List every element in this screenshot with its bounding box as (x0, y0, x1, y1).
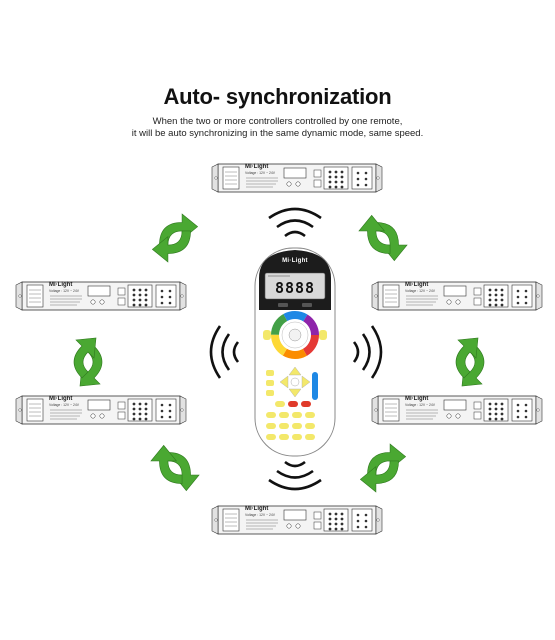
controller-brand: Mi·Light (245, 506, 269, 512)
controller-top (211, 163, 383, 193)
sync-arrow-icon (147, 210, 203, 266)
controller-spec: Voltage : 12V ~ 24V (405, 289, 436, 293)
controller-brand: Mi·Light (49, 282, 73, 288)
controller-spec: Voltage : 12V ~ 24V (405, 403, 436, 407)
controller-left-upper (15, 281, 187, 311)
controller-left-lower (15, 395, 187, 425)
controller-spec: Voltage : 12V ~ 24V (49, 289, 80, 293)
controller-right-lower (371, 395, 543, 425)
controller-right-upper (371, 281, 543, 311)
signal-wave-icon (352, 324, 383, 380)
subtitle-line-1: When the two or more controllers control… (152, 116, 403, 127)
remote-lcd-digits: 8888 (274, 279, 316, 297)
controller-bottom (211, 505, 383, 535)
sync-arrow-icon (355, 210, 411, 266)
controller-brand: Mi·Light (245, 164, 269, 170)
remote-brand: Mi·Light (282, 258, 308, 264)
controller-spec: Voltage : 12V ~ 24V (245, 171, 276, 175)
subtitle-line-2: it will be auto synchronizing in the sam… (131, 128, 424, 139)
controller-brand: Mi·Light (405, 282, 429, 288)
controller-brand: Mi·Light (49, 396, 73, 402)
sync-arrow-icon (455, 337, 485, 387)
signal-wave-icon (267, 460, 323, 491)
controller-spec: Voltage : 12V ~ 24V (49, 403, 80, 407)
signal-wave-icon (209, 324, 240, 380)
sync-arrow-icon (355, 440, 411, 496)
signal-wave-icon (267, 207, 323, 238)
sync-arrow-icon (73, 337, 103, 387)
sync-arrow-icon (147, 440, 203, 496)
controller-spec: Voltage : 12V ~ 24V (245, 513, 276, 517)
controller-brand: Mi·Light (405, 396, 429, 402)
remote-buttons (266, 366, 318, 440)
page-title: Auto- synchronization (163, 84, 392, 109)
color-wheel-icon (263, 311, 327, 359)
